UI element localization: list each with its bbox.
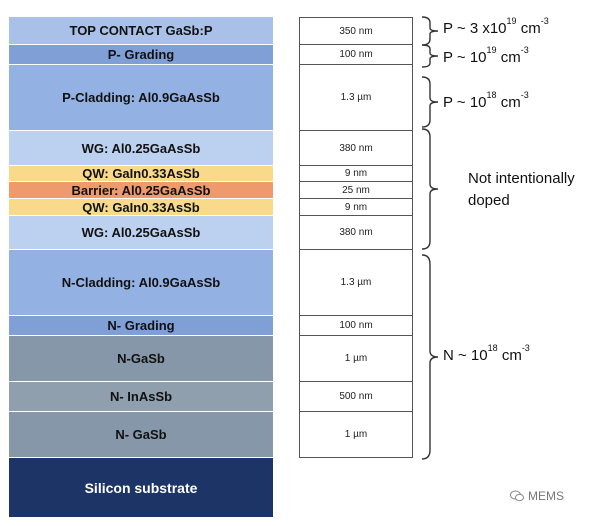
layer-n-grading: N- Grading — [9, 316, 273, 336]
thickness-cell: 25 nm — [299, 182, 413, 199]
thickness-cell: 500 nm — [299, 382, 413, 412]
undoped-line-1: Not intentionally — [468, 170, 575, 187]
watermark-text: MEMS — [528, 489, 564, 503]
thickness-cell: 100 nm — [299, 316, 413, 336]
thickness-cell: 100 nm — [299, 45, 413, 65]
thickness-cell: 1 µm — [299, 336, 413, 382]
thickness-cell: 1.3 µm — [299, 65, 413, 131]
undoped-line-2: doped — [468, 192, 510, 209]
watermark: MEMS — [510, 489, 564, 503]
layer-qw-bottom: QW: GaIn0.33AsSb — [9, 199, 273, 216]
brace-undoped — [420, 128, 446, 250]
brace-n-region — [420, 254, 446, 460]
layer-n-gasb-2: N- GaSb — [9, 412, 273, 458]
thickness-cell: 350 nm — [299, 17, 413, 45]
layer-wg-bottom: WG: Al0.25GaAsSb — [9, 216, 273, 250]
thickness-cell: 9 nm — [299, 199, 413, 216]
wechat-icon — [510, 490, 524, 502]
layer-p-cladding: P-Cladding: Al0.9GaAsSb — [9, 65, 273, 131]
thickness-cell: 1.3 µm — [299, 250, 413, 316]
layer-n-cladding: N-Cladding: Al0.9GaAsSb — [9, 250, 273, 316]
brace-top-contact — [420, 16, 446, 46]
doping-top-contact: P ~ 3 x1019 cm-3 — [443, 16, 549, 37]
doping-p-grading: P ~ 1019 cm-3 — [443, 45, 529, 66]
layer-top-contact: TOP CONTACT GaSb:P — [9, 17, 273, 45]
thickness-cell: 1 µm — [299, 412, 413, 458]
layer-wg-top: WG: Al0.25GaAsSb — [9, 131, 273, 166]
doping-p-cladding: P ~ 1018 cm-3 — [443, 90, 529, 111]
thickness-cell: 9 nm — [299, 166, 413, 182]
layer-silicon-substrate: Silicon substrate — [9, 458, 273, 518]
layer-n-gasb: N-GaSb — [9, 336, 273, 382]
thickness-cell: 380 nm — [299, 216, 413, 250]
brace-p-grading — [420, 44, 446, 68]
layer-qw-top: QW: GaIn0.33AsSb — [9, 166, 273, 182]
doping-n-region: N ~ 1018 cm-3 — [443, 343, 530, 364]
thickness-cell: 380 nm — [299, 131, 413, 166]
layer-barrier: Barrier: Al0.25GaAsSb — [9, 182, 273, 199]
layer-n-inassb: N- InAsSb — [9, 382, 273, 412]
brace-p-cladding — [420, 76, 446, 128]
layer-p-grading: P- Grading — [9, 45, 273, 65]
undoped-note: Not intentionally doped — [468, 168, 575, 212]
